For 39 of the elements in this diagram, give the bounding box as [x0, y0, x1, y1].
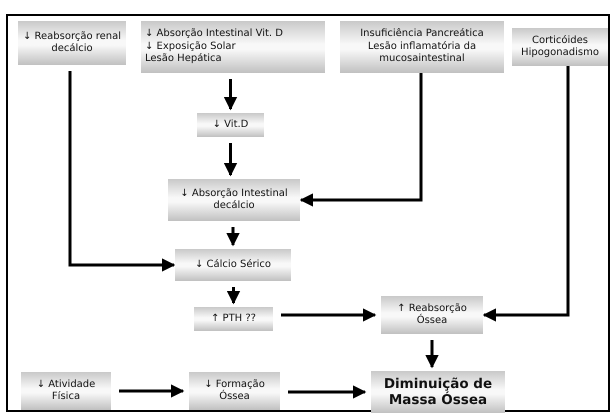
box-text: ↑ Reabsorção Óssea — [396, 302, 468, 328]
arrow — [281, 308, 376, 322]
box-text: ↓ Vit.D — [212, 118, 248, 132]
box-text: Diminuição de Massa Óssea — [382, 376, 494, 408]
arrow — [224, 143, 238, 176]
process-box — [381, 296, 483, 334]
arrow — [224, 79, 238, 110]
process-box — [340, 21, 504, 73]
box-text: ↓ Atividade Física — [36, 378, 96, 404]
arrow — [68, 71, 176, 272]
process-box — [141, 21, 325, 73]
arrow — [425, 340, 439, 368]
box-text: Insuficiência Pancreática — [360, 28, 484, 41]
box-text: Hipogonadismo — [521, 47, 599, 60]
arrow — [288, 385, 366, 399]
box-text: ↑ PTH ?? — [210, 312, 256, 326]
arrow — [119, 384, 184, 398]
arrow — [300, 73, 422, 207]
box-text: ↓ Exposição Solar — [145, 40, 236, 53]
process-box — [194, 307, 273, 331]
box-text: ↓ Formação Óssea — [203, 378, 266, 404]
process-box — [371, 371, 505, 413]
box-text: Lesão Hepática — [145, 53, 222, 66]
process-box — [21, 372, 111, 410]
arrow — [226, 227, 240, 246]
arrow — [482, 66, 570, 322]
process-box — [512, 28, 608, 66]
box-text: Corticóides — [532, 34, 588, 47]
box-text: ↓ Absorção Intestinal Vit. D — [145, 28, 283, 41]
box-text: ↓ Absorção Intestinal decálcio — [179, 188, 289, 212]
process-box — [18, 21, 126, 65]
process-box — [197, 113, 264, 137]
process-box — [189, 372, 280, 410]
box-text: Lesão inflamatória da mucosaintestinal — [366, 40, 478, 66]
box-text: ↓ Cálcio Sérico — [194, 258, 272, 272]
process-box — [175, 249, 291, 281]
arrow — [226, 287, 240, 304]
box-text: ↓ Reabsorção renal decálcio — [22, 30, 122, 56]
process-box — [168, 179, 300, 221]
